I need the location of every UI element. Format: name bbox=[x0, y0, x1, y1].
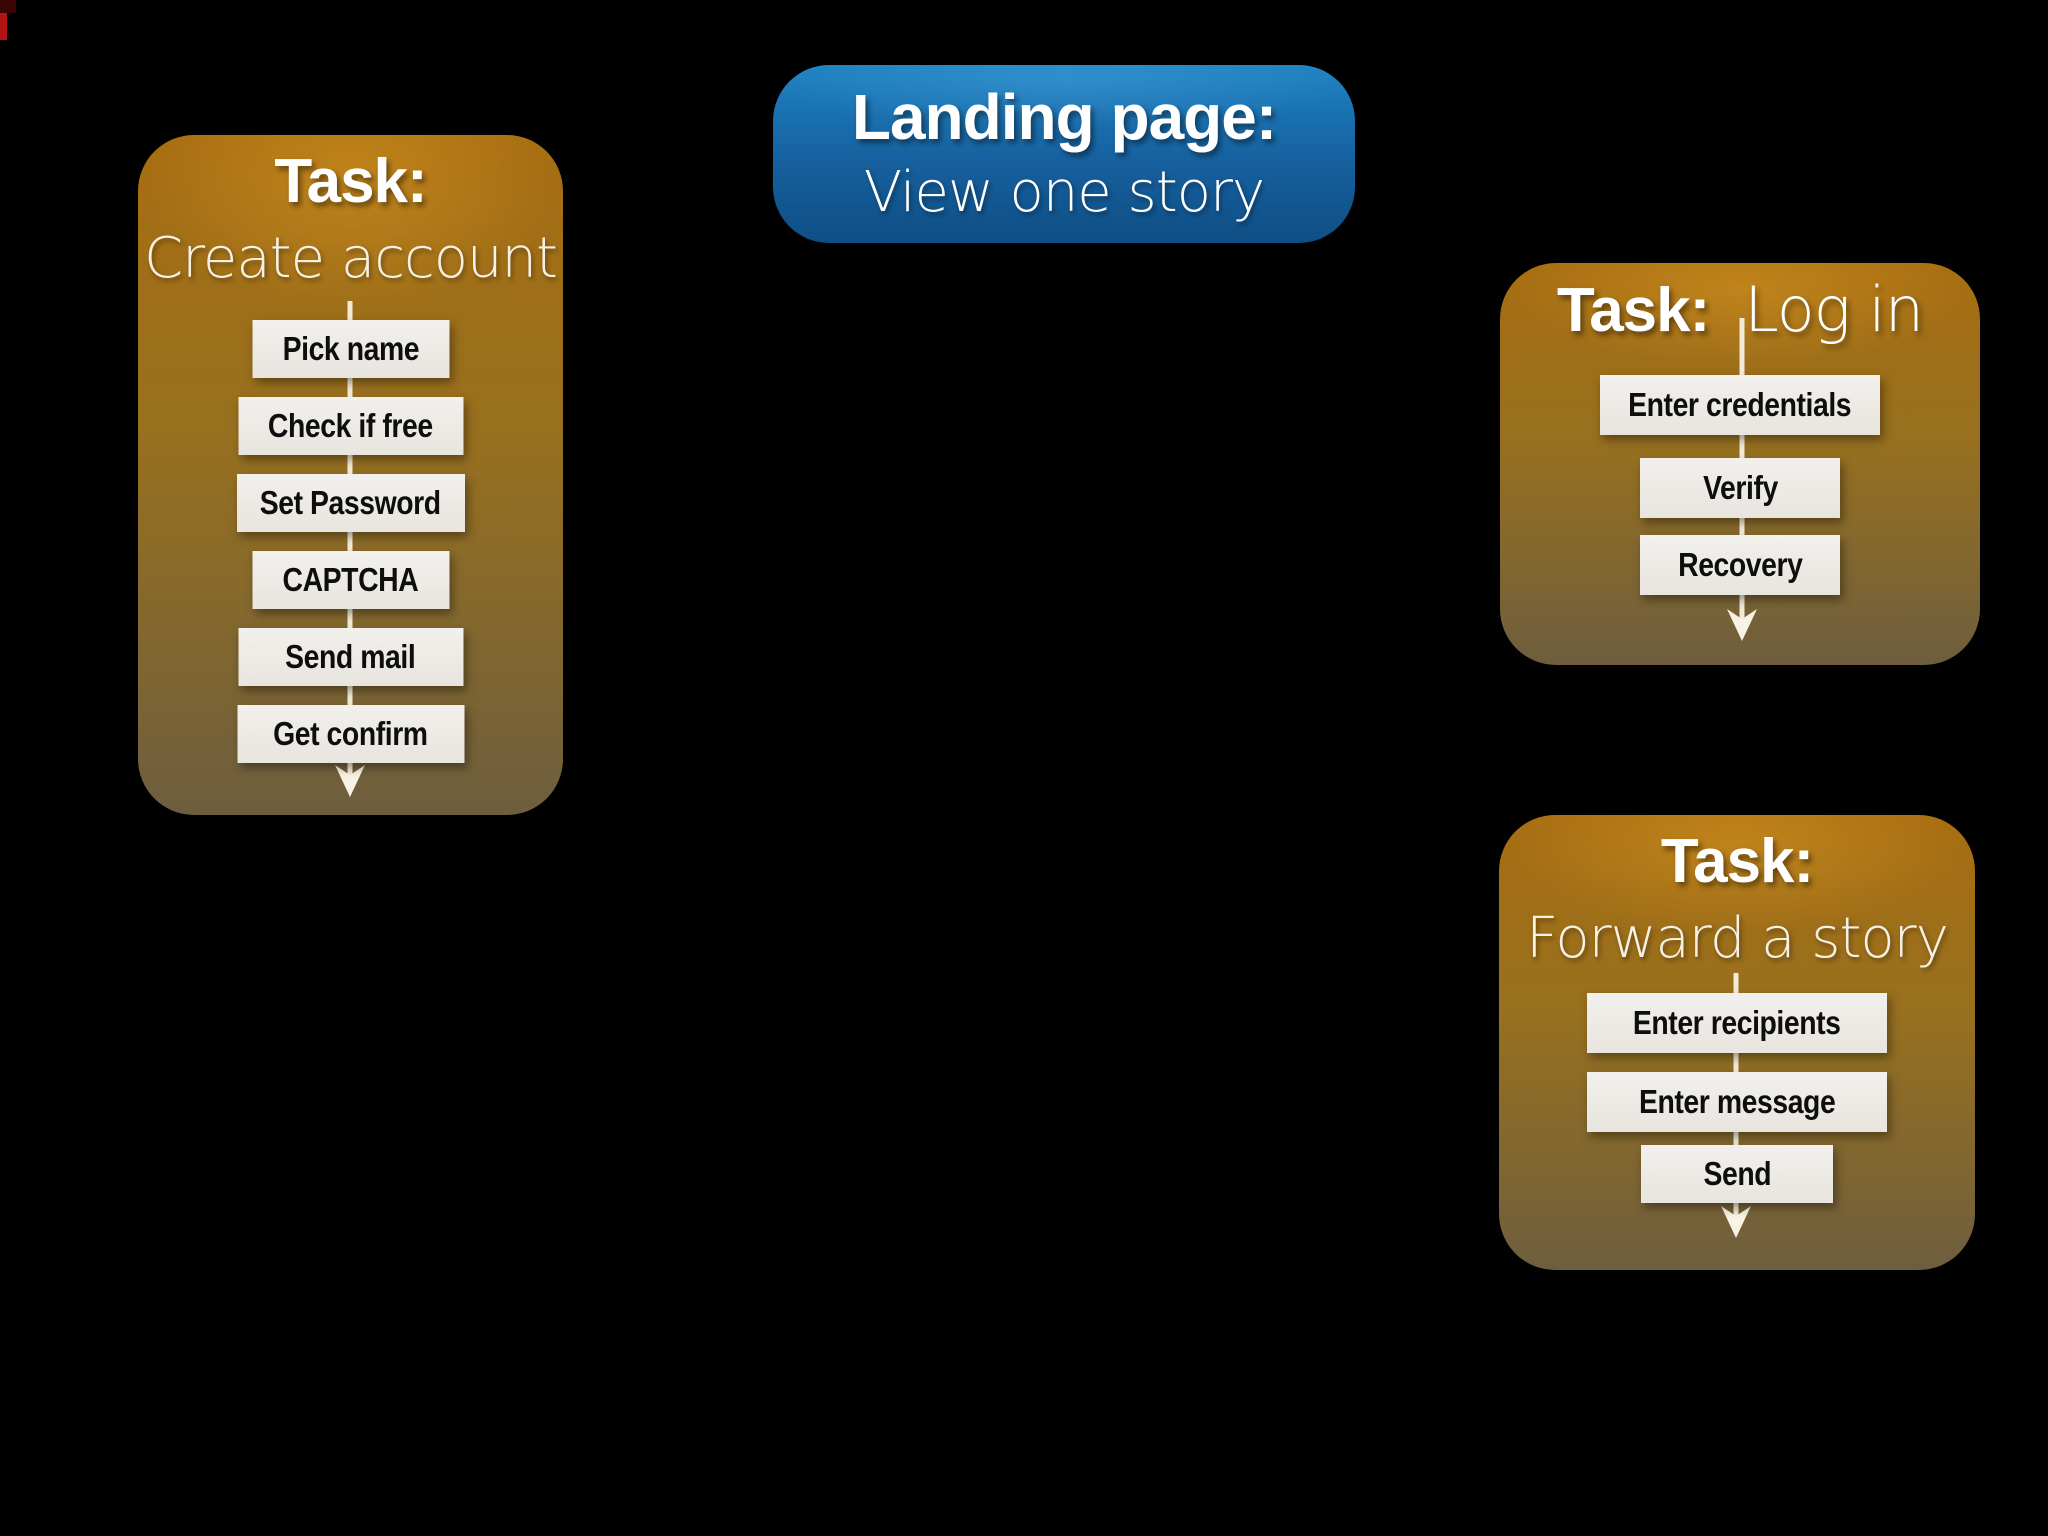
step-box: Pick name bbox=[252, 320, 449, 378]
step-label: Verify bbox=[1702, 469, 1778, 506]
step-box: Enter credentials bbox=[1600, 375, 1880, 435]
landing-page-node: Landing page: View one story bbox=[773, 65, 1355, 243]
step-label: Check if free bbox=[268, 407, 433, 444]
step-label: CAPTCHA bbox=[282, 561, 419, 598]
step-box: Send mail bbox=[238, 628, 463, 686]
step-label: Enter message bbox=[1638, 1083, 1836, 1120]
step-label: Send bbox=[1703, 1155, 1771, 1192]
task-heading-bold: Task: bbox=[1556, 276, 1710, 345]
step-label: Get confirm bbox=[273, 715, 428, 752]
step-box: Get confirm bbox=[237, 705, 464, 763]
task-subtitle: Create account bbox=[144, 226, 558, 291]
task-subtitle: Forward a story bbox=[1526, 906, 1949, 971]
step-box: Verify bbox=[1640, 458, 1840, 518]
step-box: Check if free bbox=[238, 397, 463, 455]
screen-corner-artifact-dark bbox=[0, 0, 16, 13]
task-heading: Task: bbox=[274, 147, 427, 216]
task-heading-light: Log in bbox=[1744, 273, 1924, 346]
step-label: Pick name bbox=[282, 330, 419, 367]
step-box: Enter recipients bbox=[1587, 993, 1887, 1053]
step-box: Enter message bbox=[1587, 1072, 1887, 1132]
task-heading: Task: Log in bbox=[1500, 263, 1980, 342]
landing-page-subtitle: View one story bbox=[863, 160, 1265, 225]
step-label: Set Password bbox=[260, 484, 441, 521]
step-box: Send bbox=[1641, 1145, 1833, 1203]
step-box: Set Password bbox=[236, 474, 465, 532]
step-box: CAPTCHA bbox=[252, 551, 449, 609]
step-label: Enter credentials bbox=[1628, 386, 1852, 423]
screen-corner-artifact bbox=[0, 0, 7, 40]
step-label: Recovery bbox=[1677, 546, 1803, 583]
task-heading: Task: bbox=[1660, 827, 1814, 896]
step-box: Recovery bbox=[1640, 535, 1840, 595]
step-label: Enter recipients bbox=[1633, 1004, 1841, 1041]
landing-page-title: Landing page: bbox=[851, 81, 1277, 153]
step-label: Send mail bbox=[285, 638, 416, 675]
